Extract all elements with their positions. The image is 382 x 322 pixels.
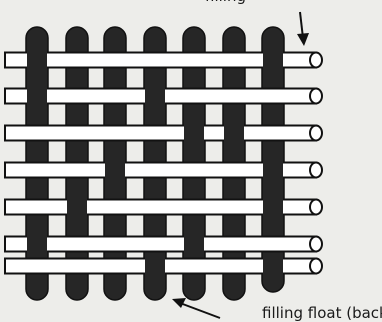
warp-over-weft: [105, 162, 125, 179]
weft-yarn-end: [310, 53, 322, 68]
weft-yarn-end: [310, 89, 322, 104]
filling-float-back-label: filling float (back): [262, 304, 382, 322]
warp-over-weft: [145, 258, 165, 275]
warp-over-weft: [224, 125, 244, 142]
warp-over-weft: [263, 162, 283, 179]
warp-over-weft: [263, 258, 283, 275]
filling-arrow-head: [297, 33, 309, 46]
warp-over-weft: [27, 236, 47, 253]
warp-over-weft: [263, 199, 283, 216]
warp-over-weft: [67, 199, 87, 216]
weft-yarn: [5, 126, 316, 141]
warp-over-weft: [263, 52, 283, 69]
float-arrow: [180, 303, 220, 318]
warp-over-weft: [184, 236, 204, 253]
filling-label: filling: [205, 0, 246, 5]
weft-yarn-end: [310, 237, 322, 252]
weft-yarn-end: [310, 259, 322, 274]
weft-yarn-end: [310, 200, 322, 215]
warp-over-weft: [184, 125, 204, 142]
warp-over-weft: [27, 52, 47, 69]
weft-yarn: [5, 237, 316, 252]
warp-over-weft: [27, 88, 47, 105]
warp-over-weft: [145, 88, 165, 105]
float-arrow-head: [172, 298, 186, 308]
weft-yarn-end: [310, 126, 322, 141]
weft-yarn-end: [310, 163, 322, 178]
